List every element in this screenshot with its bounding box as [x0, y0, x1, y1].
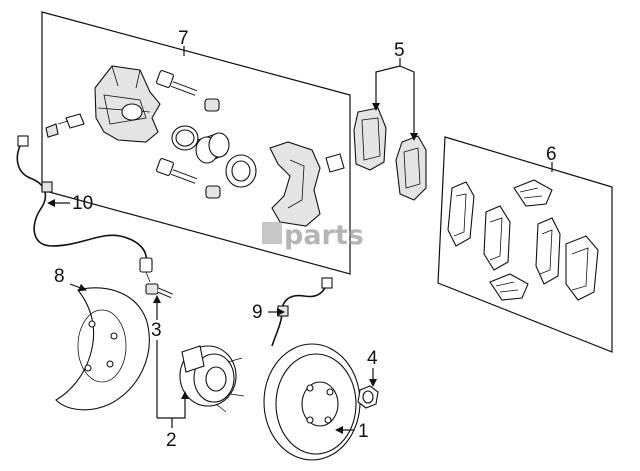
hub-bolt	[145, 283, 173, 299]
brake-pad-outer	[395, 135, 427, 201]
bleeder-screw	[57, 113, 85, 129]
watermark: parts	[262, 220, 364, 251]
callout-7: 7	[178, 28, 189, 49]
dust-shield	[55, 287, 150, 411]
hub-bearing	[179, 345, 245, 413]
piston	[195, 132, 230, 164]
brake-rotor	[263, 343, 361, 461]
guide-pin-upper	[156, 70, 198, 96]
callout-2: 2	[166, 430, 177, 451]
callout-3: 3	[151, 320, 162, 341]
pad-shim-3	[535, 217, 561, 285]
bleeder-cap	[45, 123, 59, 138]
pad-hardware-panel	[437, 136, 613, 353]
callout-4: 4	[367, 348, 378, 369]
pad-shim-1	[447, 181, 475, 247]
slide-clip	[325, 153, 345, 173]
callout-5: 5	[394, 40, 405, 61]
caliper-body	[94, 65, 161, 143]
pin-boot-upper	[204, 98, 220, 112]
pin-boot-lower	[205, 185, 221, 199]
pad-clip-bottom	[489, 273, 529, 301]
pad-shim-2	[483, 205, 511, 271]
callout-8: 8	[54, 266, 65, 287]
dust-boot	[225, 154, 257, 188]
callout-6: 6	[546, 144, 557, 165]
caliper-bracket	[269, 141, 321, 227]
piston-seal	[171, 125, 199, 151]
callouts: 7 5 6 10 8 3 2 9 4 1	[54, 28, 557, 451]
leader-lines	[47, 46, 553, 434]
lug-nut	[357, 385, 379, 409]
abs-sensor-wire	[16, 135, 153, 283]
watermark-text: parts	[284, 220, 364, 251]
callout-9: 9	[252, 302, 263, 323]
guide-pin-lower	[156, 158, 198, 184]
callout-10: 10	[72, 193, 93, 214]
pad-clip-top	[513, 179, 553, 207]
callout-1: 1	[358, 421, 369, 442]
pad-shim-4	[565, 235, 599, 301]
brake-pad-inner	[353, 107, 387, 171]
